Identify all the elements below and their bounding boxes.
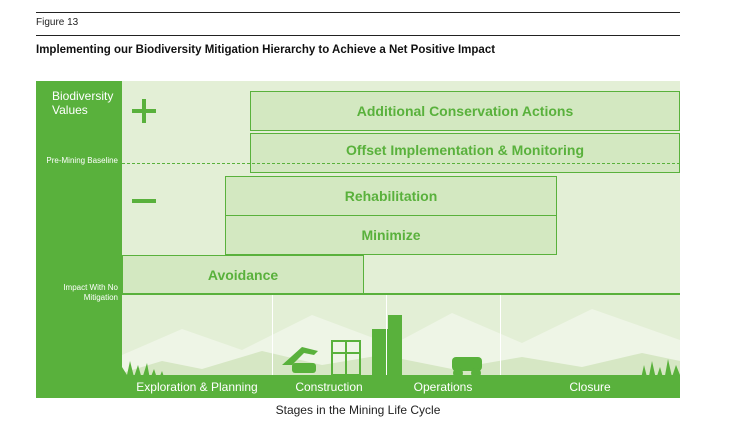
impact-no-mitigation-label: Impact With No Mitigation bbox=[63, 283, 118, 302]
figure-rule bbox=[36, 35, 680, 36]
top-rule bbox=[36, 12, 680, 13]
stage-closure: Closure bbox=[569, 379, 611, 394]
biodiversity-values-label: Biodiversity Values bbox=[52, 89, 114, 117]
avoidance-bar: Avoidance bbox=[122, 255, 364, 295]
figure-title: Implementing our Biodiversity Mitigation… bbox=[36, 44, 496, 56]
minus-icon bbox=[132, 199, 156, 203]
stage-divider bbox=[386, 295, 387, 398]
stages-caption: Stages in the Mining Life Cycle bbox=[275, 403, 441, 417]
stage-divider bbox=[500, 295, 501, 398]
minimize-bar: Minimize bbox=[225, 215, 557, 255]
offset-implementation-bar: Offset Implementation & Monitoring bbox=[250, 133, 680, 173]
pre-mining-baseline-label: Pre-Mining Baseline bbox=[46, 156, 118, 165]
mitigation-hierarchy-diagram: Biodiversity Values Pre-Mining Baseline … bbox=[36, 81, 680, 398]
stages-bar: Exploration & Planning Construction Oper… bbox=[122, 375, 680, 398]
impact-no-mitigation-line bbox=[122, 293, 680, 295]
stage-divider bbox=[272, 295, 273, 398]
stage-construction: Construction bbox=[295, 379, 363, 394]
stage-operations: Operations bbox=[413, 379, 473, 394]
rehabilitation-bar: Rehabilitation bbox=[225, 176, 557, 216]
plus-icon bbox=[132, 99, 156, 123]
pre-mining-baseline-line bbox=[122, 163, 680, 164]
sidebar: Biodiversity Values Pre-Mining Baseline … bbox=[36, 81, 122, 398]
figure-label: Figure 13 bbox=[36, 17, 79, 28]
stage-exploration-planning: Exploration & Planning bbox=[136, 379, 258, 394]
additional-conservation-actions-bar: Additional Conservation Actions bbox=[250, 91, 680, 131]
